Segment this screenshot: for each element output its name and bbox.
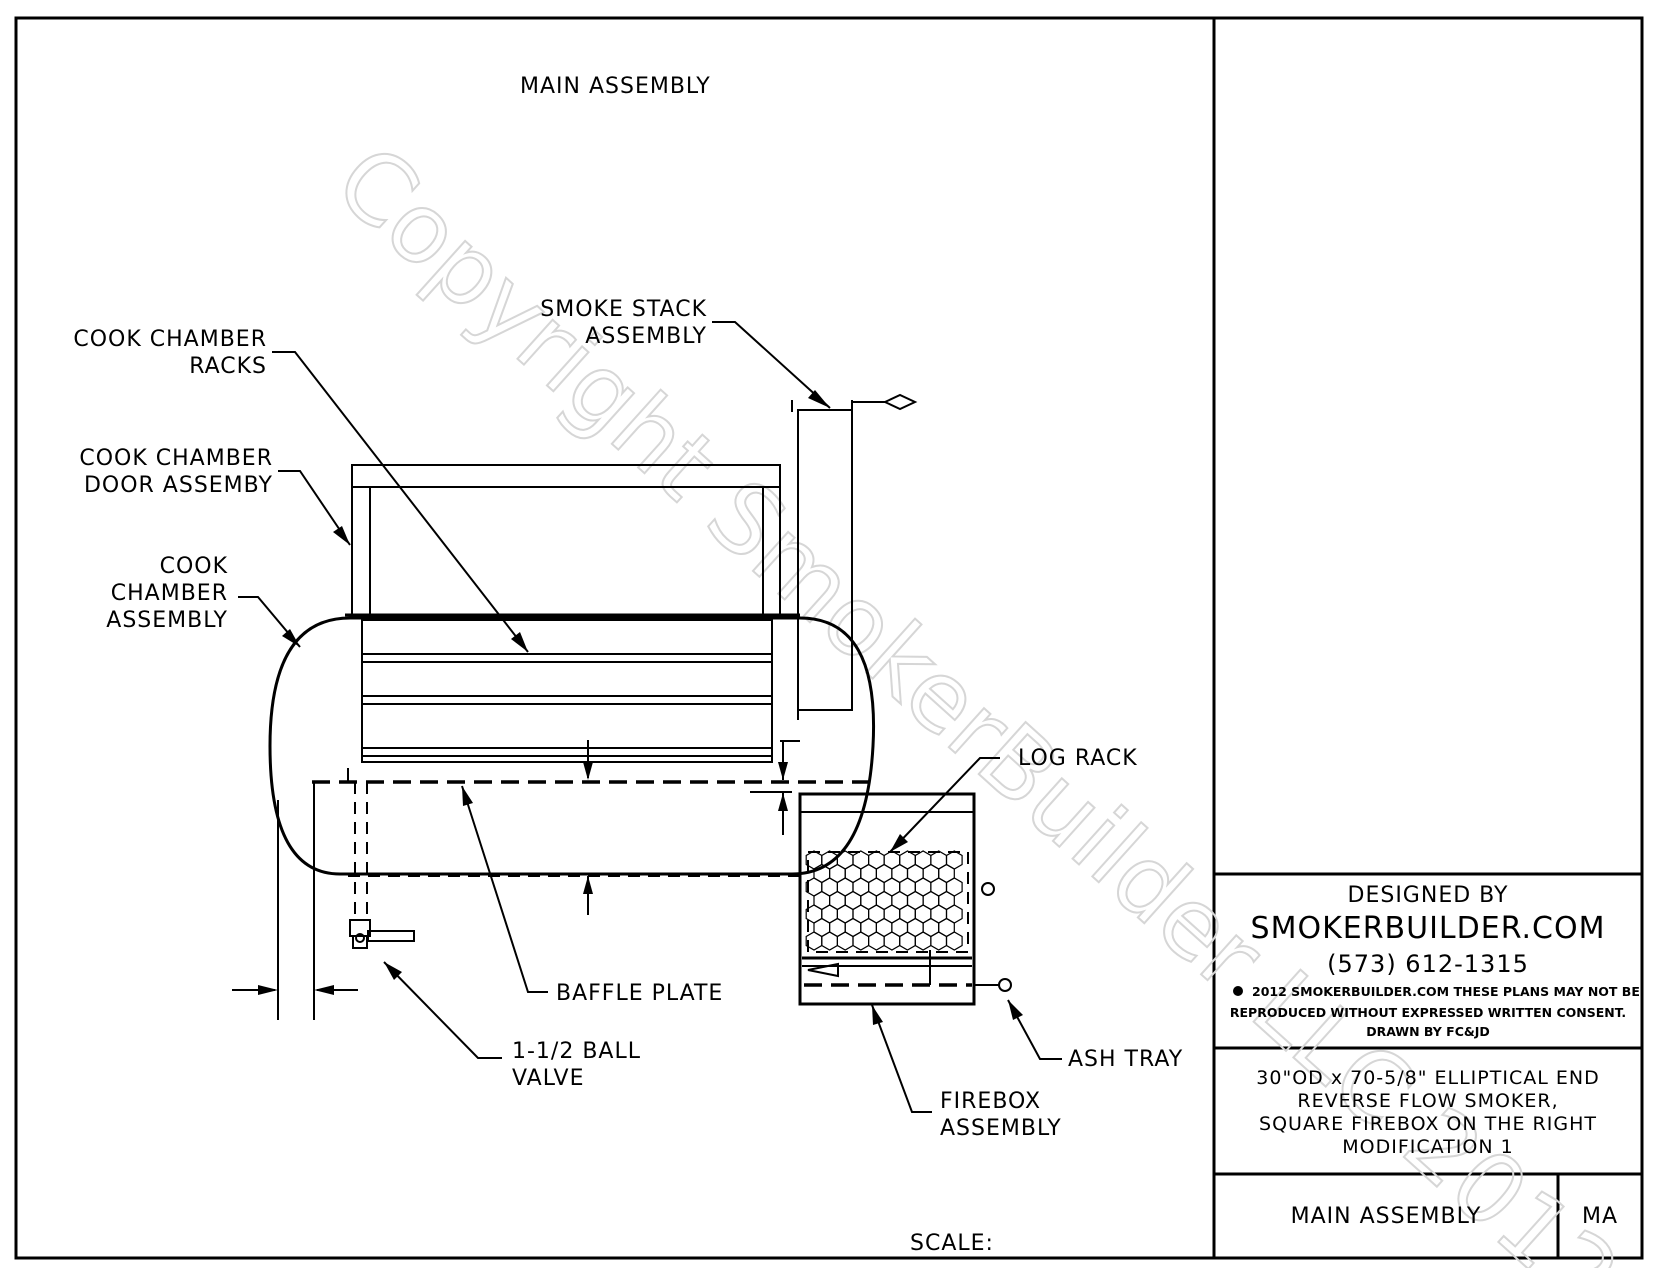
leader-smoke-stack bbox=[712, 321, 831, 409]
designed-by: DESIGNED BY bbox=[1348, 883, 1509, 908]
copyright-line-1: 2012 SMOKERBUILDER.COM THESE PLANS MAY N… bbox=[1252, 984, 1640, 999]
hex-cell bbox=[930, 931, 948, 951]
firebox-inlet-arrow bbox=[807, 962, 839, 978]
damper-handle bbox=[882, 393, 918, 411]
leader-valve-head bbox=[384, 962, 402, 980]
hex-cell bbox=[883, 931, 901, 951]
leader-valve bbox=[383, 961, 502, 1059]
firebox-box bbox=[798, 792, 976, 1006]
leader-racks-head bbox=[511, 632, 528, 652]
hex-cell bbox=[914, 931, 932, 951]
callout-racks-2: RACKS bbox=[189, 354, 267, 379]
hex-cell bbox=[821, 931, 839, 951]
leader-baffle-head bbox=[462, 786, 473, 806]
leader-smoke-stack-head bbox=[808, 390, 830, 408]
leader-log-rack-head bbox=[890, 834, 908, 852]
callout-door-1: COOK CHAMBER bbox=[79, 446, 273, 471]
cook-chamber-tank bbox=[268, 616, 876, 876]
leader-baffle bbox=[461, 785, 548, 993]
scale-label: SCALE: bbox=[910, 1231, 994, 1256]
description-line-4: MODIFICATION 1 bbox=[1342, 1136, 1513, 1158]
callout-firebox-2: ASSEMBLY bbox=[940, 1116, 1062, 1141]
rack-1 bbox=[361, 653, 773, 663]
leader-racks bbox=[272, 351, 529, 653]
hex-cell bbox=[867, 931, 885, 951]
hex-cell bbox=[945, 931, 963, 951]
description-line-3: SQUARE FIREBOX ON THE RIGHT bbox=[1259, 1113, 1597, 1135]
callout-log-rack: LOG RACK bbox=[1018, 746, 1138, 771]
hex-cell bbox=[852, 931, 870, 951]
callout-chamber-3: ASSEMBLY bbox=[106, 608, 228, 633]
log-rack-grate bbox=[805, 850, 963, 951]
gap-dim-lower-head bbox=[778, 793, 788, 811]
firebox-latch bbox=[981, 882, 995, 896]
callout-racks-1: COOK CHAMBER bbox=[73, 327, 267, 352]
leader-chamber-head bbox=[282, 629, 300, 647]
leg-dim-arrowhead-left bbox=[258, 985, 278, 995]
callout-baffle-plate: BAFFLE PLATE bbox=[556, 981, 723, 1006]
leader-ash-tray-head bbox=[1008, 1000, 1023, 1020]
sheet-name: MAIN ASSEMBLY bbox=[1291, 1204, 1482, 1229]
log-rack-outline bbox=[807, 851, 969, 953]
company-phone: (573) 612-1315 bbox=[1327, 950, 1529, 978]
callout-ash-tray: ASH TRAY bbox=[1068, 1047, 1183, 1072]
callout-valve-1: 1-1/2 BALL bbox=[512, 1039, 641, 1064]
hex-cell bbox=[899, 931, 916, 951]
baffle-dim-top-head bbox=[583, 762, 593, 780]
callout-smoke-stack-1: SMOKE STACK bbox=[540, 297, 707, 322]
callout-smoke-stack-2: ASSEMBLY bbox=[585, 324, 707, 349]
rack-2 bbox=[361, 695, 773, 705]
rack-frame bbox=[361, 619, 773, 763]
ball-valve-handle bbox=[367, 930, 415, 942]
leader-firebox bbox=[871, 1004, 932, 1113]
drawn-by: DRAWN BY FC&JD bbox=[1366, 1024, 1490, 1039]
leader-firebox-head bbox=[872, 1005, 883, 1025]
leader-chamber bbox=[238, 596, 301, 648]
callout-chamber-1: COOK bbox=[160, 554, 228, 579]
leader-door-head bbox=[333, 526, 350, 545]
callout-firebox-1: FIREBOX bbox=[940, 1089, 1041, 1114]
drawing-title: MAIN ASSEMBLY bbox=[520, 74, 711, 99]
description-line-1: 30"OD x 70-5/8" ELLIPTICAL END bbox=[1256, 1067, 1599, 1089]
callout-door-2: DOOR ASSEMBY bbox=[84, 473, 273, 498]
rack-3 bbox=[361, 747, 773, 757]
company-name: SMOKERBUILDER.COM bbox=[1251, 911, 1606, 946]
hex-cell bbox=[836, 931, 854, 951]
callout-chamber-2: CHAMBER bbox=[111, 581, 228, 606]
leader-log-rack bbox=[889, 757, 1000, 853]
description-line-2: REVERSE FLOW SMOKER, bbox=[1297, 1090, 1558, 1112]
ash-tray-handle-knob bbox=[998, 978, 1012, 992]
sheet-border bbox=[14, 16, 1644, 1260]
copyright-line-2: REPRODUCED WITHOUT EXPRESSED WRITTEN CON… bbox=[1230, 1005, 1626, 1020]
leg-dim-arrowhead-right bbox=[314, 985, 334, 995]
leader-ash-tray bbox=[1007, 999, 1062, 1060]
baffle-dim-bottom-head bbox=[583, 876, 593, 894]
sheet-code: MA bbox=[1582, 1204, 1618, 1229]
ball-valve-stem bbox=[355, 933, 365, 943]
leader-door bbox=[278, 470, 351, 546]
copyright-icon bbox=[1233, 986, 1243, 996]
callout-valve-2: VALVE bbox=[512, 1066, 584, 1091]
gap-dim-upper-head bbox=[778, 762, 788, 780]
